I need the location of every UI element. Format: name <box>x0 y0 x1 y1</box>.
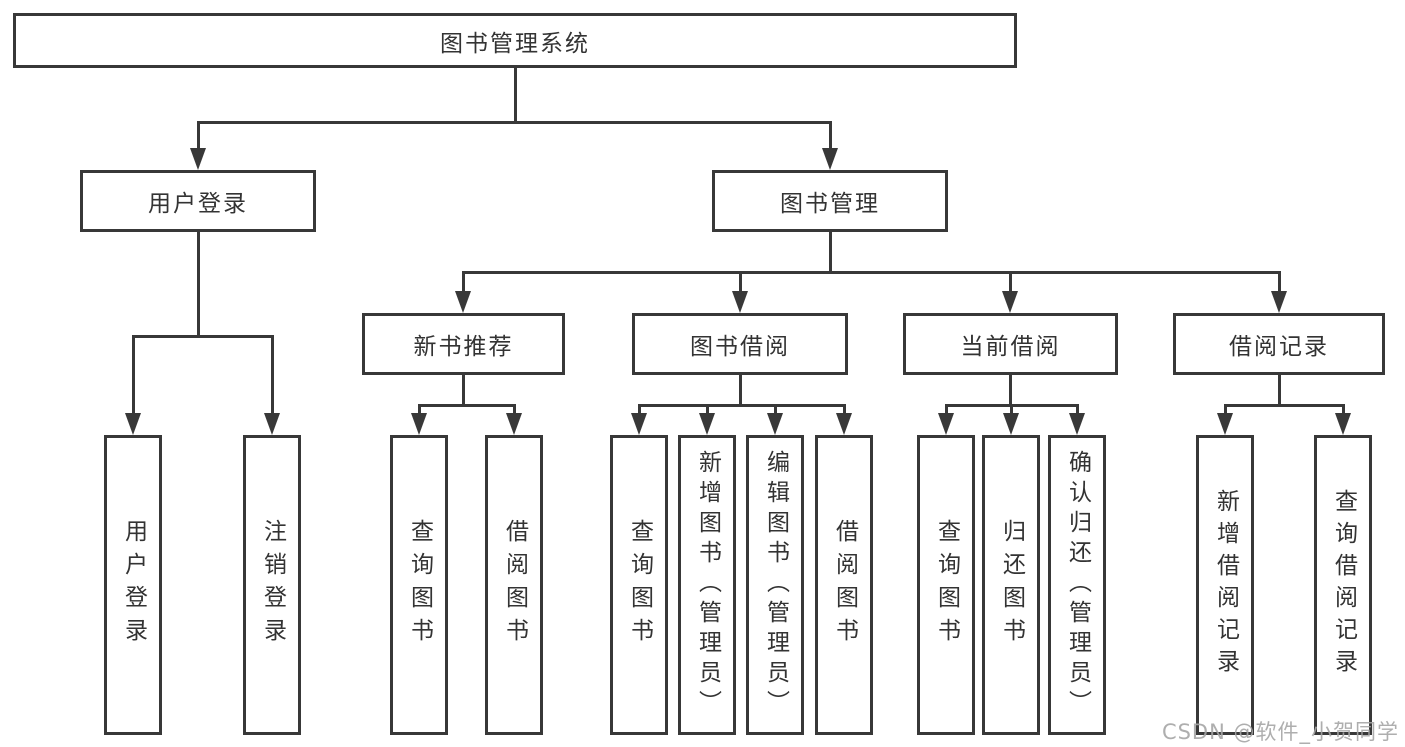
leaf-label: 查询图书 <box>406 519 433 651</box>
leaf-label: 查询图书 <box>933 519 960 651</box>
leaf-label: 查询借阅记录 <box>1330 489 1357 681</box>
leaf-borrow-books-recommend: 借阅图书 <box>485 435 543 735</box>
arrow-down-icon <box>506 413 522 435</box>
connector-line <box>132 335 135 415</box>
node-borrow-record-label: 借阅记录 <box>1229 334 1329 360</box>
leaf-label: 确认归还（管理员） <box>1064 450 1091 720</box>
connector-line <box>1342 404 1345 416</box>
leaf-label: 归还图书 <box>998 519 1025 651</box>
arrow-down-icon <box>455 291 471 313</box>
node-root-label: 图书管理系统 <box>440 30 590 57</box>
node-book-borrow: 图书借阅 <box>632 313 848 375</box>
arrow-down-icon <box>767 413 783 435</box>
node-current-borrow: 当前借阅 <box>903 313 1118 375</box>
connector-line <box>197 121 200 151</box>
connector-line <box>1076 404 1079 416</box>
arrow-down-icon <box>1217 413 1233 435</box>
node-root: 图书管理系统 <box>13 13 1017 68</box>
connector-line <box>945 404 948 416</box>
arrow-down-icon <box>836 413 852 435</box>
connector-line <box>1278 271 1281 293</box>
leaf-label: 借阅图书 <box>831 519 858 651</box>
arrow-down-icon <box>411 413 427 435</box>
node-user-login-label: 用户登录 <box>148 191 248 217</box>
connector-line <box>1224 404 1227 416</box>
connector-line <box>829 121 832 151</box>
arrow-down-icon <box>732 291 748 313</box>
connector-line <box>1224 404 1344 407</box>
arrow-down-icon <box>699 413 715 435</box>
connector-line <box>418 404 421 416</box>
node-current-borrow-label: 当前借阅 <box>960 334 1061 360</box>
leaf-label: 注销登录 <box>259 519 286 651</box>
leaf-return-books: 归还图书 <box>982 435 1040 735</box>
arrow-down-icon <box>1335 413 1351 435</box>
node-book-management: 图书管理 <box>712 170 948 232</box>
leaf-add-book-admin: 新增图书（管理员） <box>678 435 736 735</box>
connector-line <box>706 404 709 416</box>
node-user-login: 用户登录 <box>80 170 316 232</box>
connector-line <box>739 271 742 293</box>
node-borrow-record: 借阅记录 <box>1173 313 1385 375</box>
connector-line <box>271 335 274 415</box>
connector-line <box>513 404 516 416</box>
leaf-query-books-borrow: 查询图书 <box>610 435 668 735</box>
connector-line <box>638 404 846 407</box>
connector-line <box>1009 271 1012 293</box>
leaf-user-login: 用户登录 <box>104 435 162 735</box>
arrow-down-icon <box>1002 291 1018 313</box>
leaf-borrow-books: 借阅图书 <box>815 435 873 735</box>
arrow-down-icon <box>1003 413 1019 435</box>
connector-line <box>197 121 831 124</box>
connector-line <box>462 373 465 406</box>
arrow-down-icon <box>938 413 954 435</box>
connector-line <box>132 335 274 338</box>
leaf-label: 新增借阅记录 <box>1212 489 1239 681</box>
arrow-down-icon <box>822 148 838 170</box>
node-book-management-label: 图书管理 <box>780 191 880 217</box>
arrow-down-icon <box>1069 413 1085 435</box>
leaf-logout: 注销登录 <box>243 435 301 735</box>
connector-line <box>843 404 846 416</box>
arrow-down-icon <box>190 148 206 170</box>
leaf-add-borrow-record: 新增借阅记录 <box>1196 435 1254 735</box>
arrow-down-icon <box>125 413 141 435</box>
connector-line <box>462 271 465 293</box>
connector-line <box>418 404 516 407</box>
connector-line <box>774 404 777 416</box>
connector-line <box>197 230 200 337</box>
arrow-down-icon <box>1271 291 1287 313</box>
leaf-confirm-return-admin: 确认归还（管理员） <box>1048 435 1106 735</box>
connector-line <box>739 373 742 406</box>
leaf-label: 新增图书（管理员） <box>694 450 721 720</box>
connector-line <box>1009 373 1012 406</box>
connector-line <box>829 230 832 273</box>
leaf-edit-book-admin: 编辑图书（管理员） <box>746 435 804 735</box>
node-new-book-recommend-label: 新书推荐 <box>413 334 514 360</box>
leaf-query-books-current: 查询图书 <box>917 435 975 735</box>
connector-line <box>1278 373 1281 406</box>
leaf-label: 查询图书 <box>626 519 653 651</box>
connector-line <box>1010 404 1013 416</box>
leaf-label: 编辑图书（管理员） <box>762 450 789 720</box>
watermark-text: CSDN @软件_小贺同学 <box>1161 720 1399 744</box>
leaf-query-books-recommend: 查询图书 <box>390 435 448 735</box>
arrow-down-icon <box>264 413 280 435</box>
connector-line <box>462 271 1280 274</box>
node-book-borrow-label: 图书借阅 <box>690 334 790 360</box>
arrow-down-icon <box>631 413 647 435</box>
leaf-query-borrow-record: 查询借阅记录 <box>1314 435 1372 735</box>
leaf-label: 借阅图书 <box>501 519 528 651</box>
node-new-book-recommend: 新书推荐 <box>362 313 565 375</box>
leaf-label: 用户登录 <box>120 519 147 651</box>
connector-line <box>638 404 641 416</box>
connector-line <box>514 66 517 122</box>
